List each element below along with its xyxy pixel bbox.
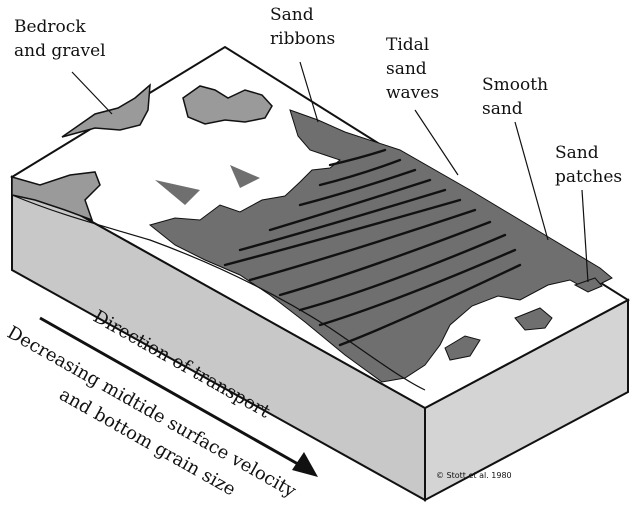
sand-patch xyxy=(444,335,481,361)
leader-patches xyxy=(581,189,589,283)
label-bedrock: Bedrock and gravel xyxy=(14,17,106,61)
arrow-shaft xyxy=(39,316,306,470)
wave-crest xyxy=(338,263,522,347)
wave-crest xyxy=(298,233,507,312)
leader-smooth xyxy=(514,121,549,241)
bedrock-patch-left xyxy=(61,83,151,138)
arrow-head-icon xyxy=(292,452,318,477)
leader-waves xyxy=(414,109,459,176)
wave-crest xyxy=(278,220,492,297)
wave-crest xyxy=(238,188,447,252)
front-face-profile xyxy=(11,194,426,391)
leader-ribbons xyxy=(299,61,319,123)
label-smooth-sand: Smooth sand xyxy=(482,75,553,119)
credit-text: © Stott et al. 1980 xyxy=(436,471,512,480)
wave-crest xyxy=(318,248,517,327)
label-tidal-sand-waves: Tidal sand waves xyxy=(386,35,439,103)
wave-crest xyxy=(318,158,402,187)
wave-crest xyxy=(248,208,477,282)
sand-patch xyxy=(514,307,553,331)
wave-crest xyxy=(223,198,462,267)
tidal-sand-waves xyxy=(223,148,522,347)
label-sand-ribbons: Sand ribbons xyxy=(270,5,335,49)
bedrock-on-front-edge xyxy=(11,171,101,222)
wave-crest xyxy=(328,148,387,167)
sand-ribbon xyxy=(155,180,200,205)
transport-arrow xyxy=(39,316,318,477)
leader-bedrock xyxy=(71,71,113,115)
wave-crest xyxy=(298,168,417,207)
label-sand-patches: Sand patches xyxy=(555,143,622,187)
dark-sand-zone xyxy=(148,109,613,383)
leader-lines xyxy=(71,61,589,283)
bedrock-patch-center xyxy=(182,85,273,125)
wave-crest xyxy=(268,178,432,232)
sand-ribbon xyxy=(230,165,260,188)
